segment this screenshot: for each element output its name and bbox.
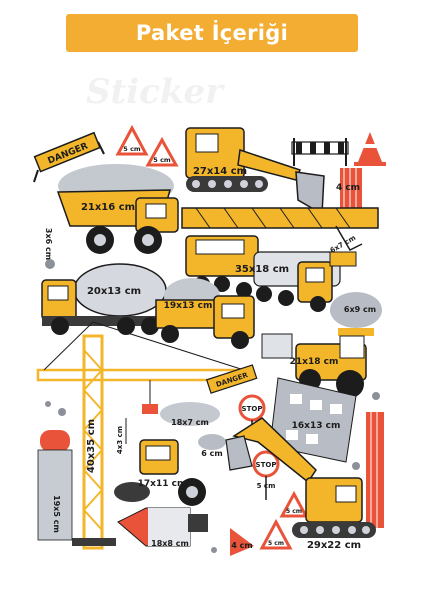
svg-text:4 cm: 4 cm — [336, 183, 360, 193]
mixer-truck: 20x13 cm — [41, 263, 172, 335]
crane-arm — [181, 207, 379, 229]
rubble-pile-18x7: 18x7 cm — [160, 402, 220, 427]
svg-text:19x5 cm: 19x5 cm — [52, 495, 61, 533]
dump-truck: 21x16 cm — [56, 164, 179, 254]
rocks-6cm: 6 cm — [198, 434, 226, 458]
road-roller: 17x11 cm — [114, 439, 206, 506]
rubble-pile: 6x9 cm — [330, 292, 382, 336]
size-label: 21x16 cm — [81, 202, 135, 213]
barrier-top-right — [291, 138, 349, 166]
triangle-4cm: 4 cm — [230, 528, 254, 556]
size-label: 40x35 cm — [86, 419, 97, 473]
red-stripes — [366, 412, 384, 528]
excavator-top: 27x14 cm — [185, 127, 325, 216]
hook-small: 4x3 cm — [116, 418, 127, 454]
svg-text:5 cm: 5 cm — [286, 508, 302, 515]
svg-text:5 cm: 5 cm — [123, 145, 141, 153]
watermark: Sticker — [86, 72, 223, 112]
size-label: 19x13 cm — [164, 301, 213, 311]
small-item-3x6: 3x6 cm — [44, 228, 55, 269]
size-label: 16x13 cm — [292, 421, 341, 431]
size-label: 17x11 cm — [138, 479, 187, 489]
warning-triangle-4: 5 cm — [259, 518, 293, 550]
warning-triangle-1: 5 cm — [115, 124, 149, 156]
size-label: 21x18 cm — [290, 357, 339, 367]
size-label: 27x14 cm — [193, 166, 247, 177]
size-label: 35x18 cm — [235, 264, 289, 275]
warning-triangle-3: 5 cm — [279, 490, 309, 518]
size-label: 29x22 cm — [307, 540, 361, 551]
svg-text:6 cm: 6 cm — [201, 449, 222, 458]
stop-sign-2: STOP 5 cm — [252, 450, 280, 500]
svg-text:18x7 cm: 18x7 cm — [171, 418, 209, 427]
svg-text:4x3 cm: 4x3 cm — [116, 426, 124, 454]
hook-6x7: 6x7 cm — [329, 225, 363, 267]
decor-dots — [45, 392, 380, 553]
tower-crane: 40x35 cm — [36, 321, 250, 550]
size-label: 20x13 cm — [87, 286, 141, 297]
svg-text:STOP: STOP — [256, 461, 277, 469]
svg-text:5 cm: 5 cm — [268, 540, 284, 547]
svg-text:5 cm: 5 cm — [153, 156, 171, 164]
svg-text:STOP: STOP — [242, 405, 263, 413]
title-banner: Paket İçeriği — [66, 14, 358, 52]
page-title: Paket İçeriği — [135, 21, 289, 45]
traffic-cone — [354, 132, 386, 166]
rocket: 18x8 cm — [117, 507, 208, 548]
svg-text:4 cm: 4 cm — [231, 541, 252, 550]
small-truck: 19x13 cm — [155, 278, 255, 349]
svg-text:6x9 cm: 6x9 cm — [344, 305, 376, 314]
stop-sign-1: STOP — [238, 394, 266, 440]
svg-text:3x6 cm: 3x6 cm — [44, 228, 53, 260]
building: 16x13 cm — [269, 377, 357, 463]
warning-triangle-2: 5 cm — [145, 136, 179, 167]
red-pillar: 4 cm — [336, 168, 362, 208]
red-tower: 19x5 cm — [37, 430, 73, 541]
svg-text:18x8 cm: 18x8 cm — [151, 539, 189, 548]
excavator-bottom: 29x22 cm — [225, 417, 376, 551]
svg-text:5 cm: 5 cm — [257, 482, 276, 490]
